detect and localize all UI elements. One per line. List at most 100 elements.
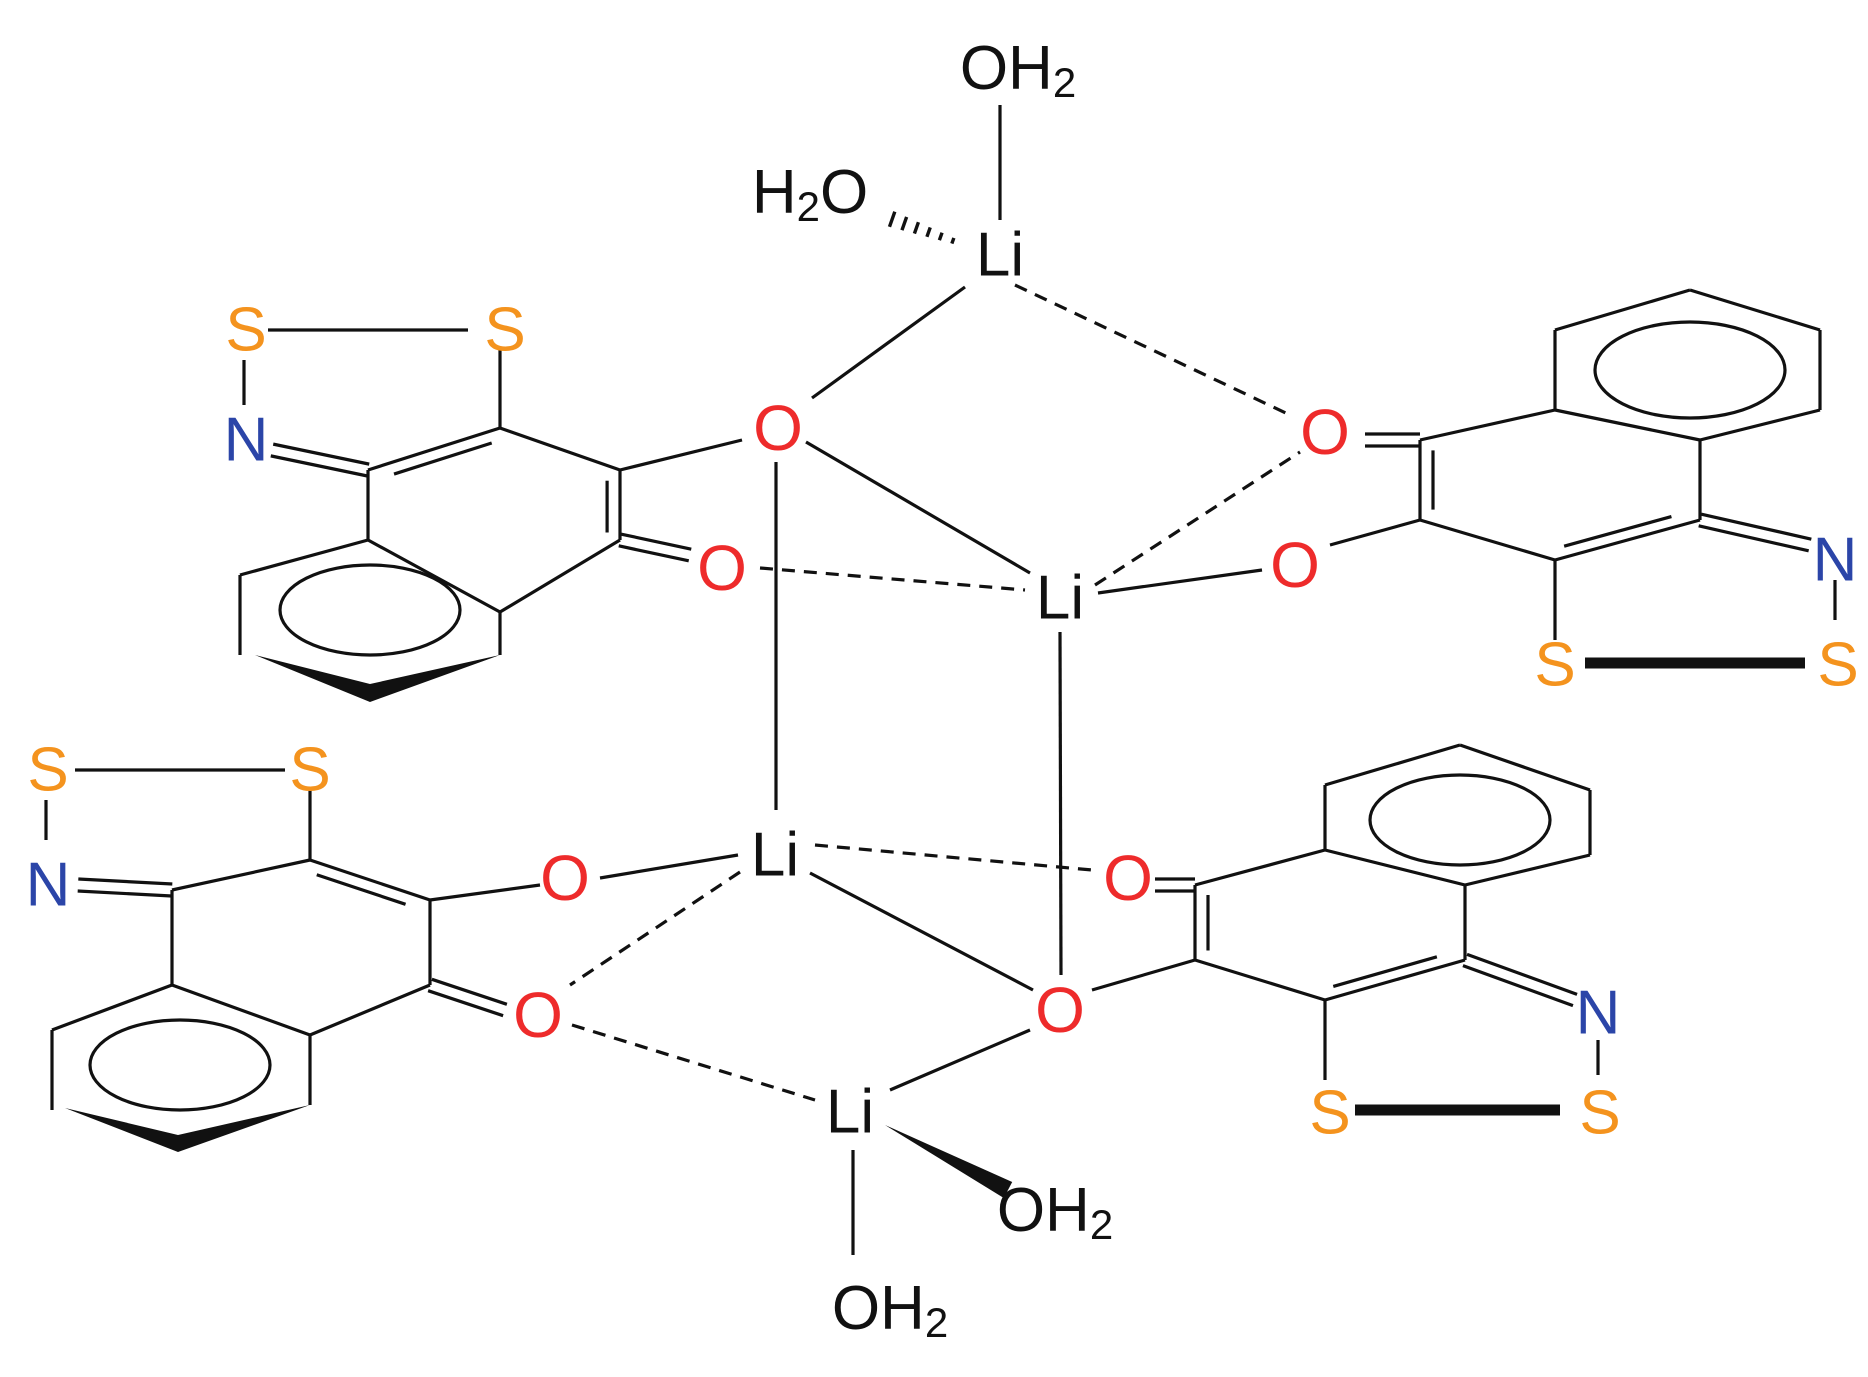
ligand-top-left-bond — [499, 538, 621, 614]
li-water-hash-bond — [925, 226, 932, 238]
li-water-hash-bond — [937, 232, 944, 241]
ligand-top-right-bond — [1699, 408, 1821, 442]
ligand-bottom-left-c-o-double-bond — [431, 977, 508, 1006]
ligand-bottom-right-double-bond — [1462, 964, 1574, 1008]
li-o-bond — [805, 440, 1031, 575]
ligand-top-right-bond — [1419, 518, 1556, 562]
oxygen-atom: O — [1300, 396, 1350, 468]
ligand-top-right-aromatic-ring — [1593, 320, 1787, 420]
ligand-top-left-double-bond — [270, 454, 368, 478]
ligand-bottom-right-bond — [1324, 743, 1461, 787]
li-water-hash-bond — [912, 221, 921, 235]
lithium-atom: Li — [826, 1078, 874, 1147]
ligand-bottom-right-bond — [1324, 848, 1466, 887]
ligand-top-right-bond — [1554, 288, 1691, 332]
lithium-atom: Li — [1036, 564, 1084, 633]
ligand-bottom-right-bond — [1194, 958, 1326, 1002]
li-water-hash-bond — [950, 237, 956, 245]
ligand-top-left-aromatic-ring — [278, 563, 462, 657]
ligand-top-right-bond — [1689, 288, 1821, 332]
nitrogen-atom: N — [1813, 526, 1858, 595]
water-ligand: H2O — [752, 158, 868, 230]
ligand-top-left-bond — [239, 538, 369, 577]
ligand-bottom-right-double-bond — [1466, 952, 1578, 996]
oxygen-atom: O — [697, 532, 747, 604]
sulfur-atom: S — [1534, 631, 1575, 700]
oxygen-atom: O — [753, 392, 803, 464]
oxygen-atom: O — [1035, 974, 1085, 1046]
sulfur-atom: S — [484, 296, 525, 365]
ligand-bottom-right-bond — [1459, 743, 1591, 792]
ligand-top-right-bond — [1554, 408, 1701, 442]
ligand-bottom-right-bond — [1464, 853, 1591, 887]
ligand-top-right-double-bond — [1698, 524, 1810, 553]
ligand-top-right-bond — [1563, 515, 1672, 548]
ligand-top-left-c-o-double-bond — [620, 532, 692, 551]
sulfur-atom: S — [289, 736, 330, 805]
lithium-atom: Li — [976, 221, 1024, 290]
oxygen-atom: O — [1270, 529, 1320, 601]
ligand-top-left-bold-bond — [255, 655, 500, 702]
nitrogen-atom: N — [224, 406, 269, 475]
ligand-top-left-bond — [393, 441, 493, 476]
sulfur-atom: S — [1579, 1079, 1620, 1148]
ligand-bottom-right-aromatic-ring — [1368, 773, 1552, 867]
li-o-contact — [571, 1023, 816, 1102]
ligand-top-left-bond — [367, 426, 501, 472]
sulfur-atom: S — [1309, 1079, 1350, 1148]
nitrogen-atom: N — [1576, 979, 1621, 1048]
ligand-bottom-left-bond — [171, 983, 311, 1037]
sulfur-atom: S — [27, 736, 68, 805]
ligand-bottom-left-c-o-double-bond — [427, 989, 504, 1018]
ligand-top-right-bond — [1554, 518, 1701, 562]
ligand-top-right-bond — [1419, 408, 1556, 442]
oxygen-atom: O — [540, 842, 590, 914]
li-o-bond — [889, 1028, 1031, 1092]
ligand-bottom-left-bond — [309, 858, 431, 902]
ligand-bottom-left-c-o-bond — [429, 883, 541, 902]
li-o-contact — [1014, 283, 1291, 417]
ligand-top-left-c-o-double-bond — [618, 544, 690, 563]
water-ligand: OH2 — [832, 1274, 948, 1346]
ligand-bottom-left-bond — [309, 983, 431, 1037]
li-o-bond — [1058, 631, 1063, 976]
li-o-contact — [814, 843, 1093, 872]
ligand-top-left-bond — [367, 538, 501, 614]
ligand-bottom-left-bond — [171, 858, 311, 892]
ligand-bottom-left-bond — [316, 873, 407, 906]
li-o-bond — [1097, 568, 1263, 595]
ligand-bottom-right-bond — [1194, 848, 1326, 887]
ligand-bottom-left-bold-bond — [65, 1105, 310, 1152]
ligand-top-right-c-o-bond — [1329, 518, 1421, 547]
sulfur-atom: S — [1817, 631, 1858, 700]
water-ligand: OH2 — [960, 34, 1076, 106]
li-water-hash-bond — [900, 216, 909, 231]
li-water-hash-bond — [887, 211, 897, 228]
ligand-bottom-left-bond — [51, 983, 173, 1032]
ligand-bottom-right-c-o-bond — [1091, 958, 1196, 992]
li-o-bond — [599, 853, 739, 880]
li-o-bond — [811, 285, 966, 400]
li-o-contact — [1094, 450, 1301, 587]
sulfur-atom: S — [225, 296, 266, 365]
ligand-top-left-double-bond — [272, 442, 370, 466]
ligand-bottom-left-double-bond — [78, 877, 173, 886]
oxygen-atom: O — [1103, 842, 1153, 914]
water-ligand: OH2 — [997, 1176, 1113, 1248]
ligand-bottom-right-bond — [1332, 955, 1438, 988]
lithium-atom: Li — [751, 821, 799, 890]
li-water-wedge-bond — [885, 1125, 1013, 1198]
li-o-contact — [569, 870, 741, 987]
ligand-top-left-bond — [499, 426, 621, 472]
ligand-top-right-double-bond — [1700, 512, 1812, 541]
ligand-top-left-c-o-bond — [619, 438, 743, 472]
bond-layer — [44, 105, 1837, 1255]
li-o-bond — [809, 871, 1034, 992]
ligand-bottom-left-aromatic-ring — [88, 1018, 272, 1112]
nitrogen-atom: N — [26, 851, 71, 920]
ligand-bottom-right-bond — [1324, 958, 1466, 1002]
ligand-bottom-left-double-bond — [77, 889, 172, 898]
oxygen-atom: O — [513, 979, 563, 1051]
